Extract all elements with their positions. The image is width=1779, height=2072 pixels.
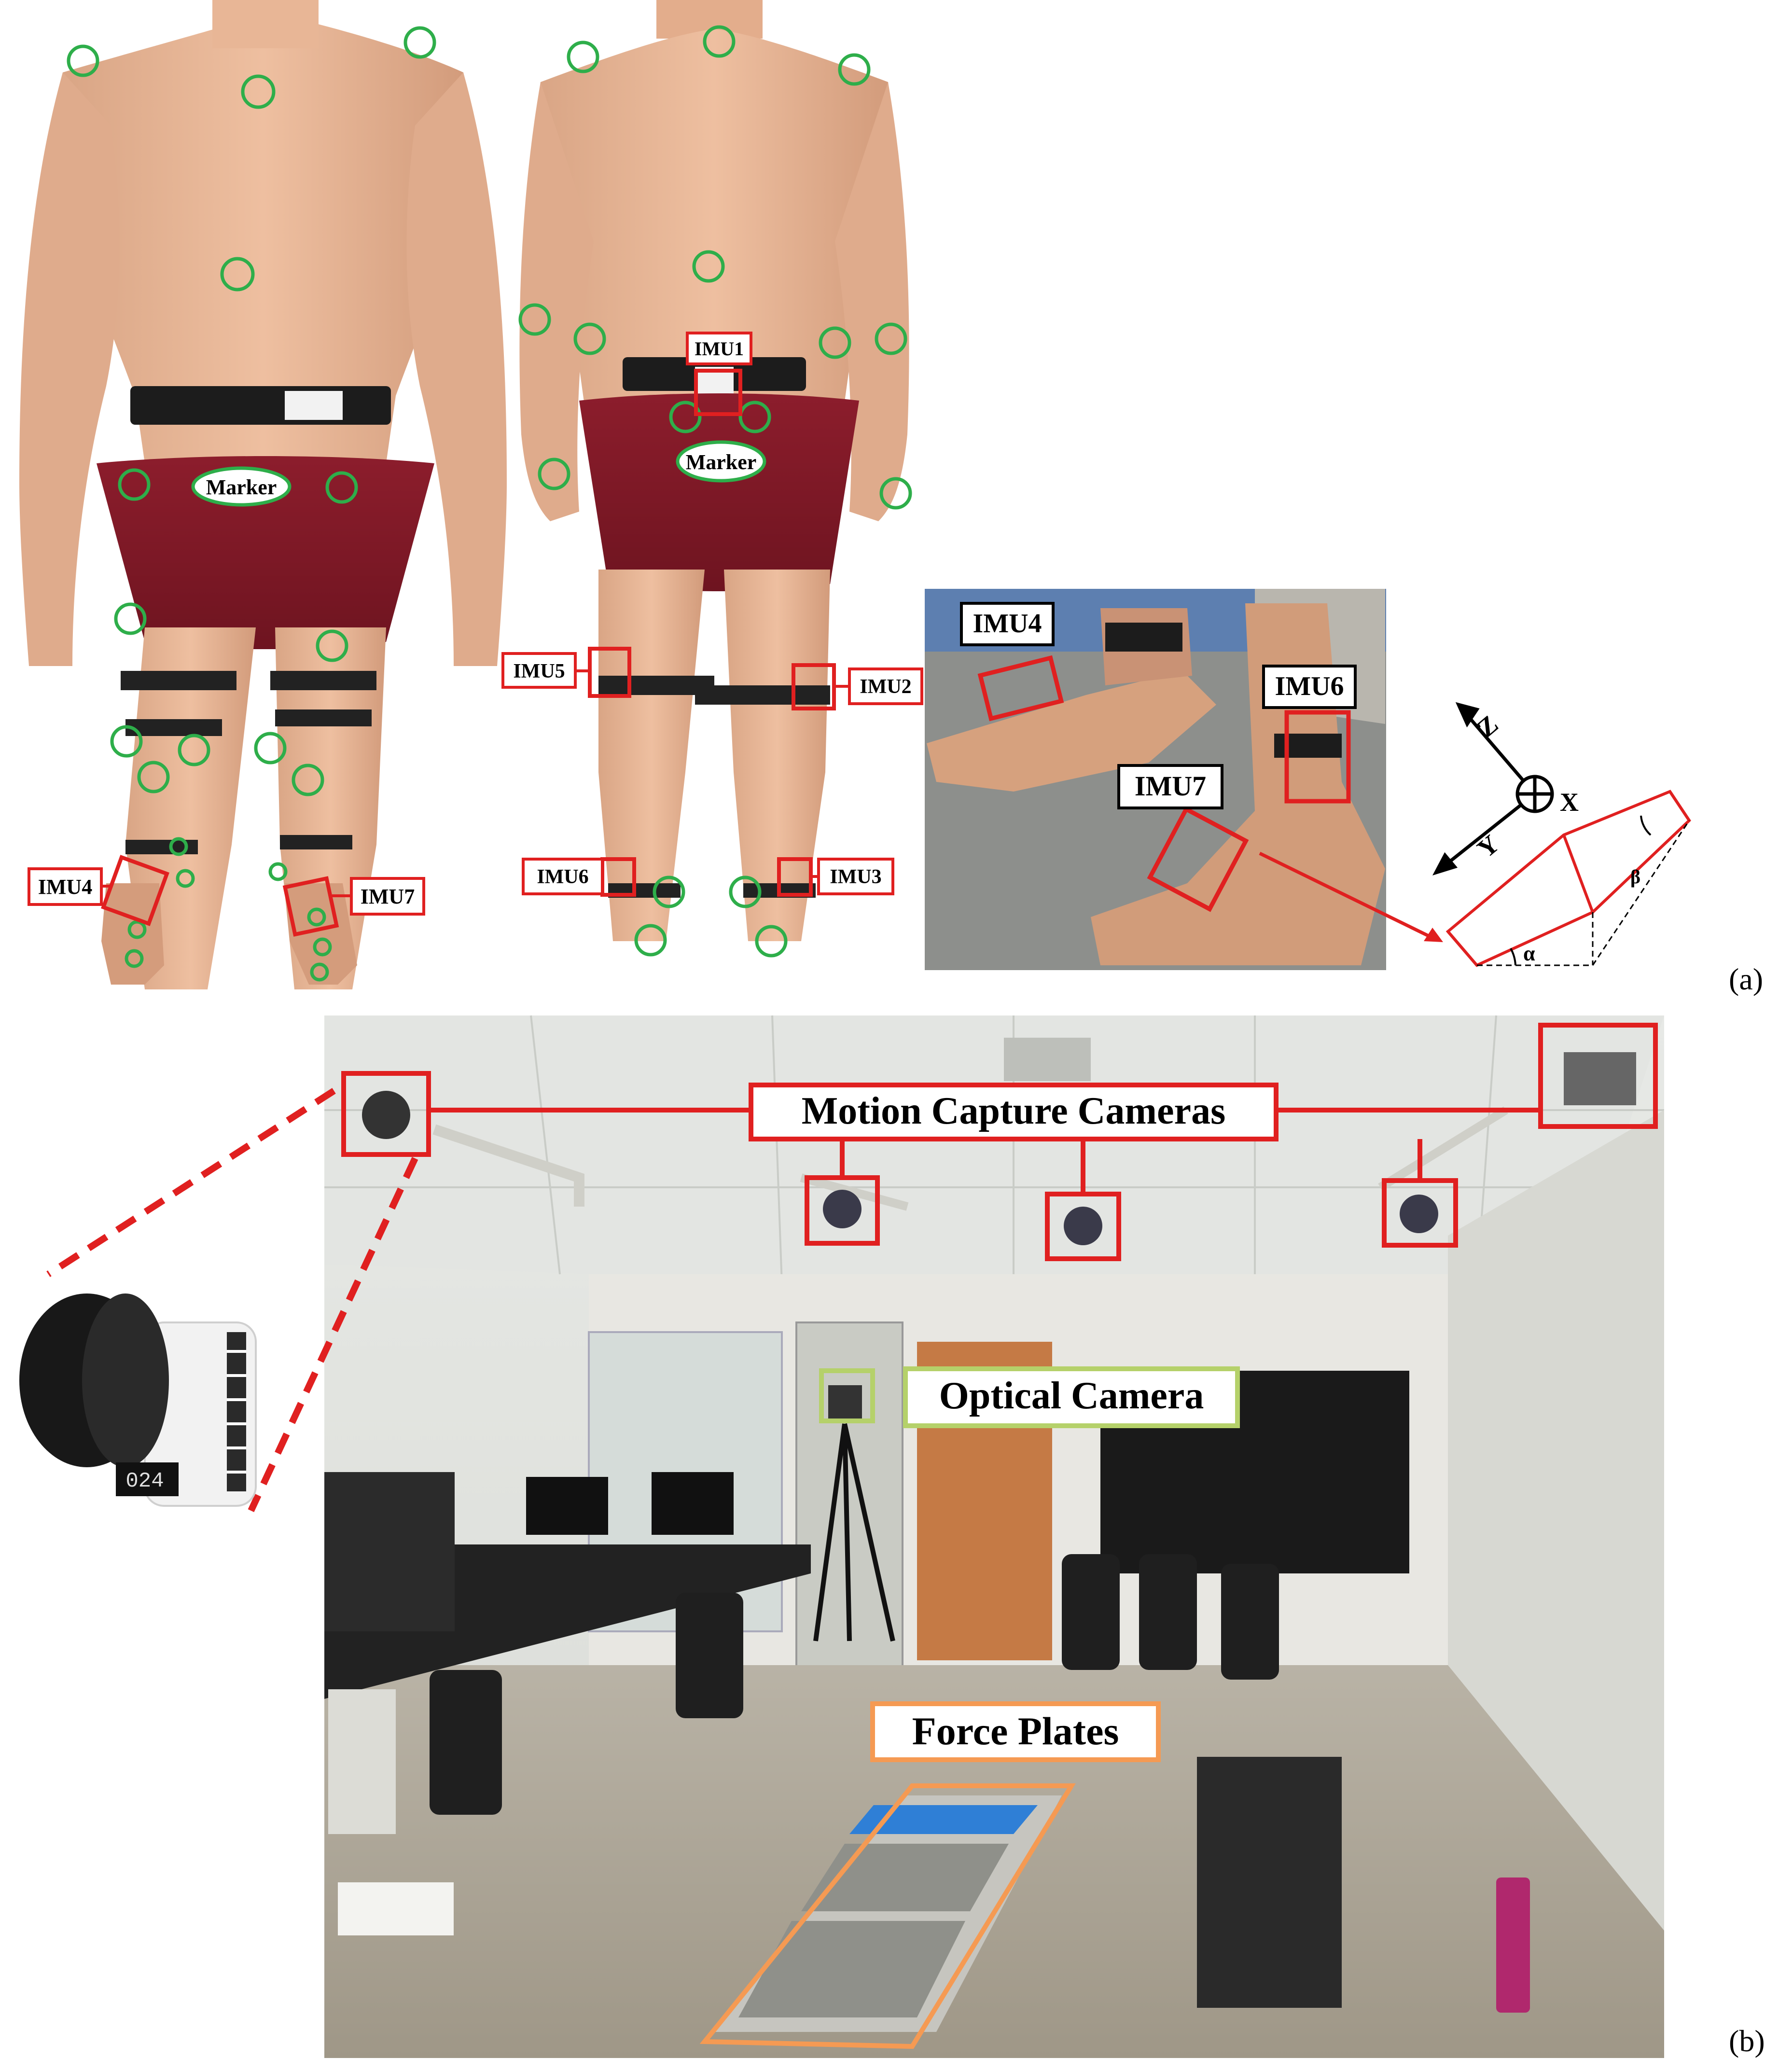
marker-circle bbox=[703, 25, 736, 58]
x-axis-label: X bbox=[1560, 788, 1579, 817]
imu6-label: IMU6 bbox=[537, 866, 588, 888]
marker-circle bbox=[653, 876, 685, 908]
marker-circle bbox=[538, 458, 570, 490]
marker-circle bbox=[176, 869, 195, 888]
alpha-angle-label: α bbox=[1523, 942, 1535, 965]
back-marker-label: Marker bbox=[686, 450, 757, 474]
back-imu-labels: IMU1 IMU5 IMU2 IMU6 IMU3 bbox=[501, 332, 923, 895]
imu7-label: IMU7 bbox=[361, 885, 415, 908]
marker-circle bbox=[518, 303, 551, 336]
panel-a-tag: (a) bbox=[1729, 962, 1763, 996]
beta-angle-label: β bbox=[1630, 866, 1640, 888]
optical-camera-box bbox=[819, 1368, 875, 1423]
marker-circle bbox=[310, 962, 329, 982]
marker-circle bbox=[114, 602, 147, 635]
z-axis-label: Z bbox=[1472, 709, 1503, 743]
back-body-photo bbox=[519, 0, 909, 941]
imu4-sensor-box bbox=[101, 855, 169, 926]
imu2-label: IMU2 bbox=[860, 676, 911, 698]
imu6-closeup-label: IMU6 bbox=[1275, 671, 1344, 701]
optical-label: Optical Camera bbox=[939, 1375, 1204, 1417]
sensor-tilt-block bbox=[1445, 790, 1691, 967]
imu5-label: IMU5 bbox=[513, 660, 565, 682]
marker-circle bbox=[819, 326, 851, 359]
foot-closeup-imu-boxes bbox=[977, 655, 1351, 912]
marker-circle bbox=[67, 44, 99, 77]
imu6-closeup-box bbox=[1284, 710, 1351, 804]
marker-circle bbox=[169, 837, 188, 856]
front-marker-label: Marker bbox=[206, 475, 277, 499]
marker-circle bbox=[879, 477, 912, 510]
marker-circle bbox=[110, 725, 143, 758]
front-imu-labels: IMU4 IMU7 bbox=[28, 867, 425, 916]
panel-b-tag: (b) bbox=[1729, 2024, 1765, 2058]
imu7-callout-arrow bbox=[1259, 851, 1434, 940]
marker-circle bbox=[567, 41, 599, 73]
imu7-closeup-box bbox=[1147, 806, 1249, 912]
marker-circle bbox=[738, 401, 771, 433]
camera-display-readout: 024 bbox=[125, 1469, 164, 1493]
mocap-camera-icons bbox=[362, 1052, 1636, 1245]
marker-circle bbox=[325, 471, 358, 504]
marker-circle bbox=[755, 925, 788, 958]
imu1-sensor-box bbox=[694, 369, 742, 416]
mocap-camera-box-5 bbox=[1538, 1023, 1658, 1129]
marker-circle bbox=[241, 74, 276, 109]
mocap-label: Motion Capture Cameras bbox=[802, 1090, 1225, 1132]
mocap-label-box: Motion Capture Cameras bbox=[749, 1083, 1279, 1141]
imu4-closeup-label: IMU4 bbox=[973, 609, 1042, 639]
imu7-sensor-box bbox=[282, 876, 339, 937]
optical-label-box: Optical Camera bbox=[903, 1366, 1240, 1428]
imu4-label: IMU4 bbox=[38, 875, 92, 899]
force-label-box: Force Plates bbox=[870, 1701, 1161, 1762]
front-imu-boxes bbox=[101, 855, 339, 937]
force-plates-outline bbox=[699, 1783, 1076, 2049]
marker-circle bbox=[292, 764, 324, 796]
marker-circle bbox=[307, 907, 326, 927]
imu1-label: IMU1 bbox=[695, 338, 744, 360]
force-label: Force Plates bbox=[912, 1709, 1119, 1753]
marker-circle bbox=[137, 761, 170, 793]
marker-circle bbox=[254, 732, 287, 765]
foot-closeup-labels: IMU4 IMU6 IMU7 bbox=[960, 602, 1357, 809]
marker-circle bbox=[729, 876, 762, 908]
mocap-camera-box-1 bbox=[341, 1071, 431, 1157]
imu7-closeup-label: IMU7 bbox=[1135, 770, 1206, 802]
marker-circle bbox=[669, 401, 702, 433]
marker-circle bbox=[118, 468, 151, 501]
mocap-camera-closeup: 024 bbox=[19, 1293, 257, 1507]
marker-circle bbox=[313, 937, 332, 957]
marker-circle bbox=[573, 322, 606, 355]
y-axis-label: Y bbox=[1472, 829, 1504, 863]
imu3-label: IMU3 bbox=[830, 866, 881, 888]
front-marker-callout: Marker bbox=[191, 466, 292, 507]
imu4-closeup-box bbox=[977, 655, 1064, 722]
marker-circle bbox=[634, 924, 667, 957]
back-marker-callout: Marker bbox=[676, 440, 766, 483]
marker-circle bbox=[178, 734, 210, 766]
sensor-coordinate-diagram bbox=[1432, 702, 1554, 876]
marker-circle bbox=[875, 322, 907, 355]
marker-circle bbox=[127, 920, 147, 939]
marker-circle bbox=[220, 257, 255, 292]
front-body-photo bbox=[19, 0, 507, 989]
marker-circle bbox=[125, 949, 144, 968]
marker-circle bbox=[692, 250, 725, 283]
marker-circle bbox=[838, 53, 871, 86]
marker-circle bbox=[403, 26, 436, 59]
front-marker-circles bbox=[67, 26, 436, 982]
marker-circle bbox=[268, 862, 288, 881]
marker-circle bbox=[316, 629, 348, 662]
camera-zoom-dashes bbox=[46, 1088, 418, 1512]
back-marker-circles bbox=[518, 25, 912, 958]
